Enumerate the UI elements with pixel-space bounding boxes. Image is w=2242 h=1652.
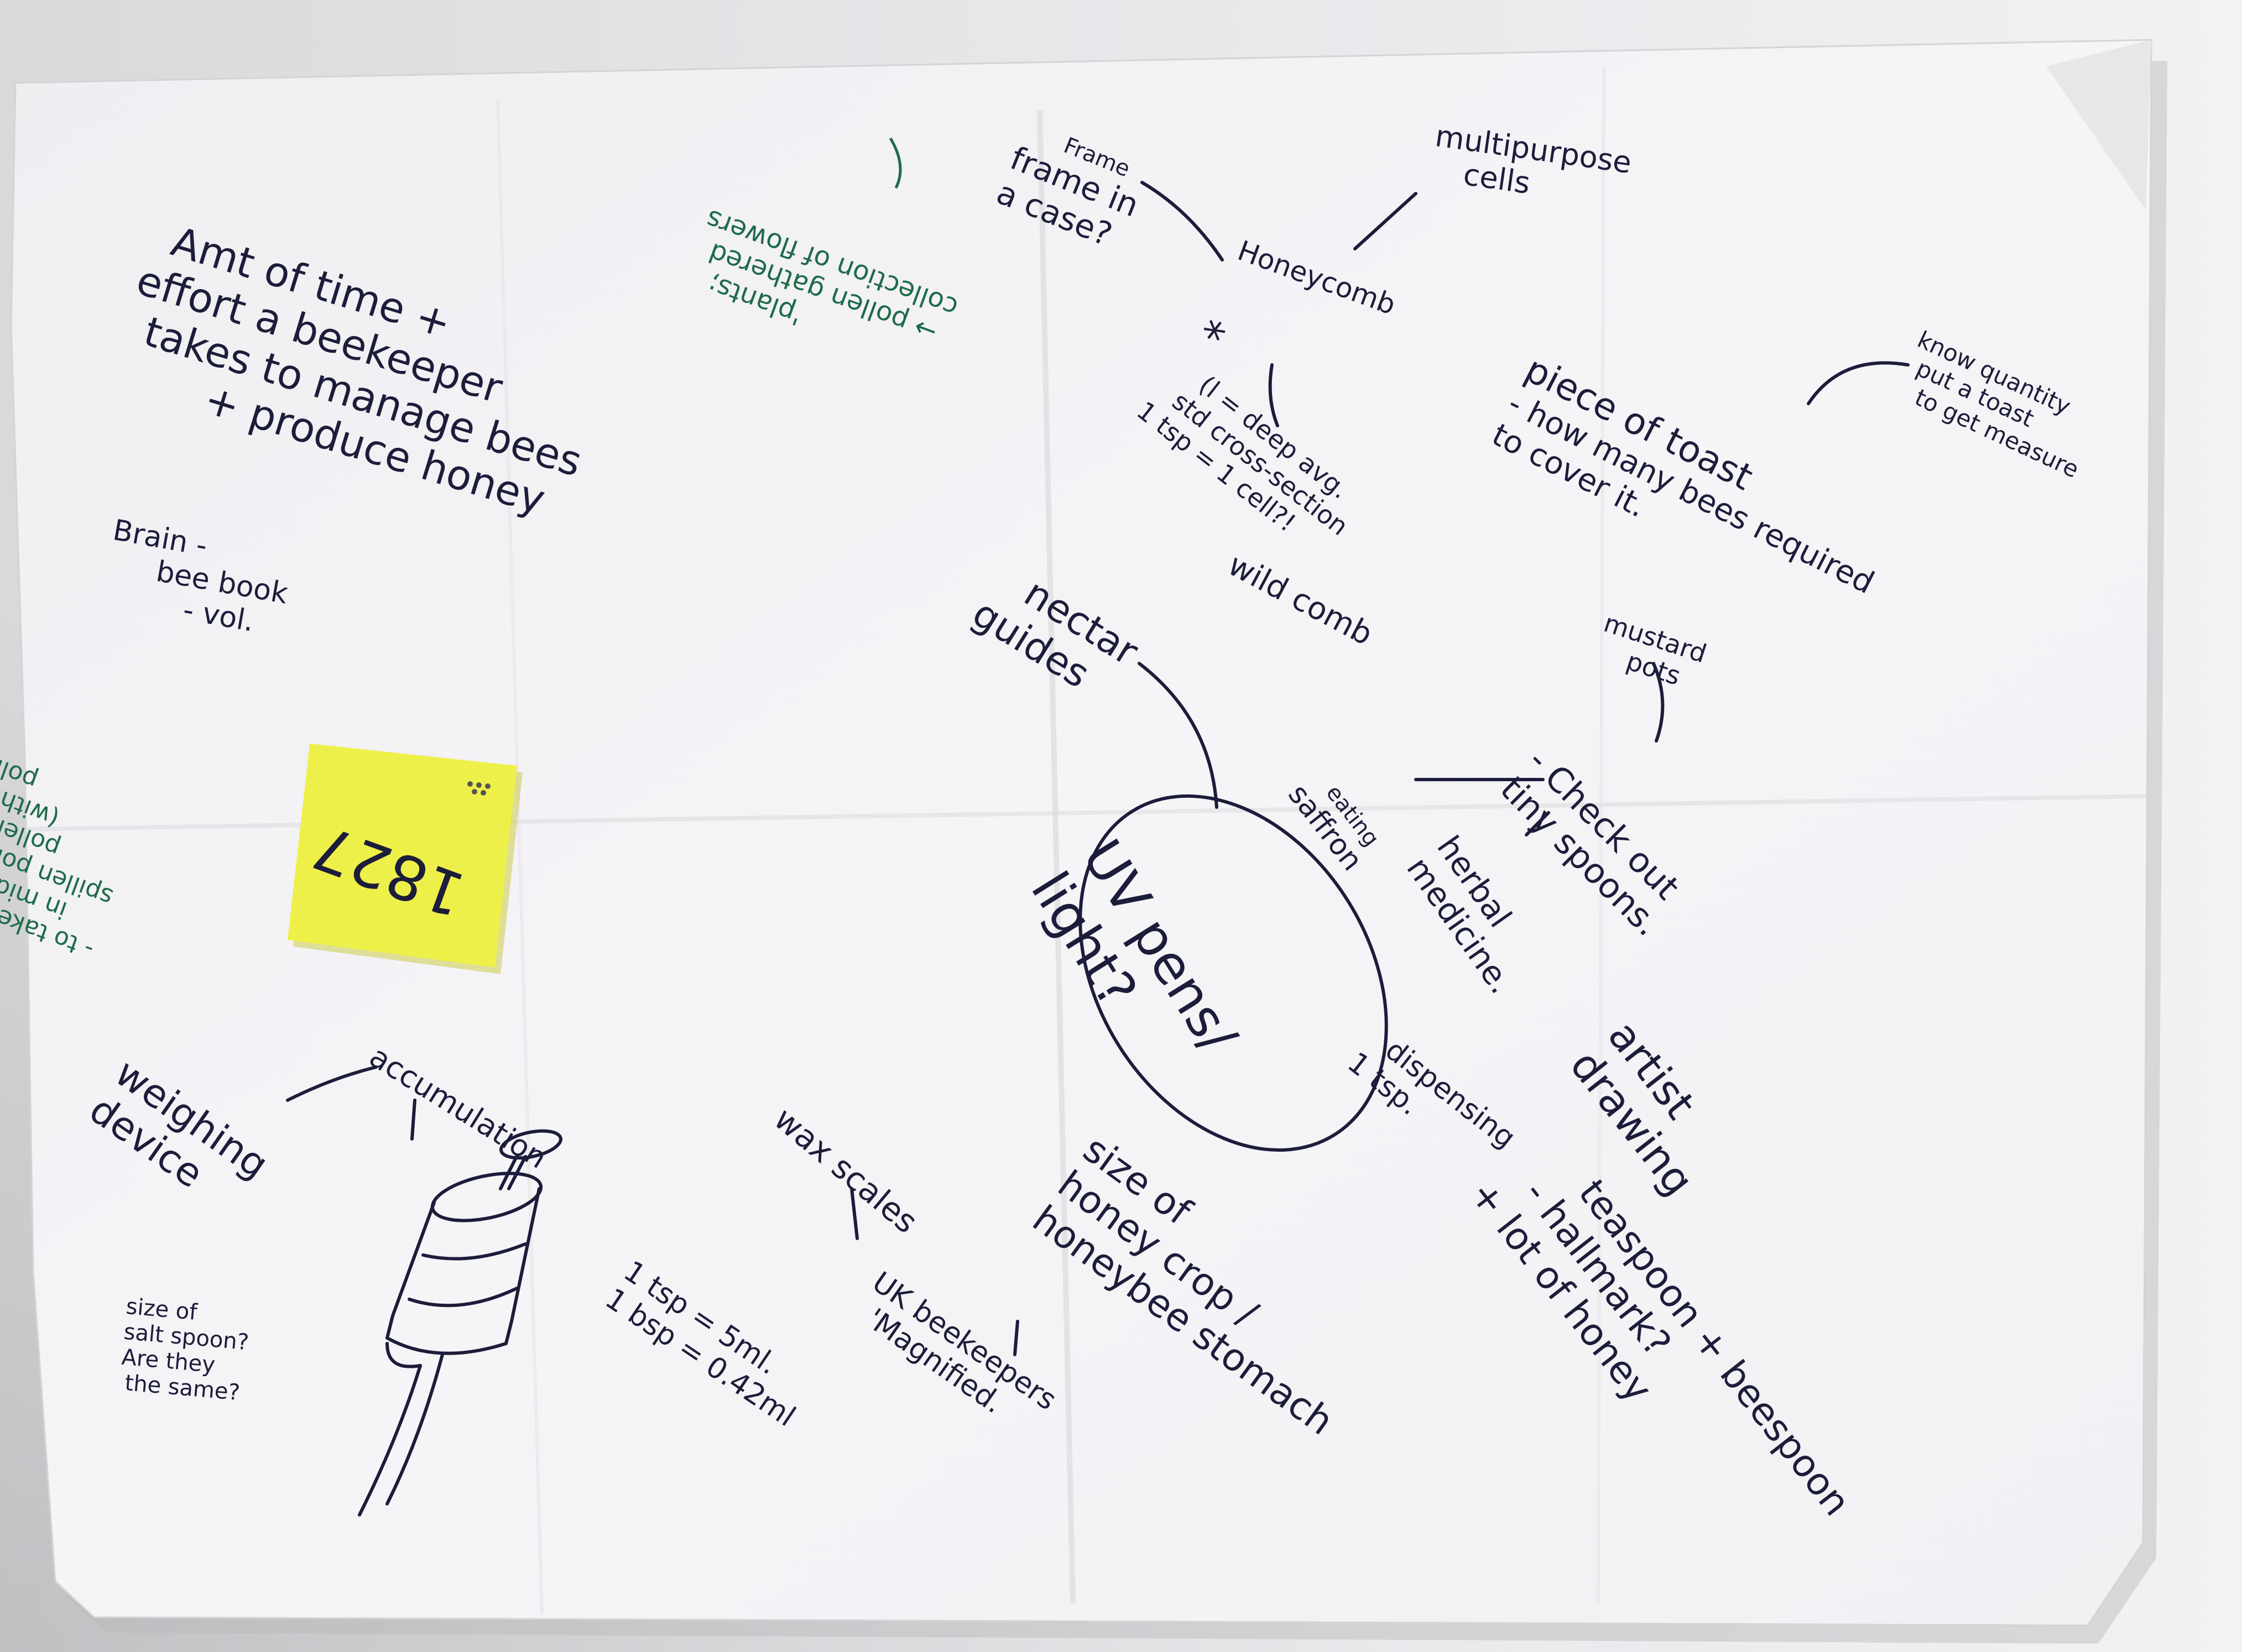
line-herbal xyxy=(1525,811,1550,837)
line-multipurpose xyxy=(1353,192,1417,250)
syringe-sketch-icon xyxy=(358,1129,562,1517)
green-line xyxy=(889,137,902,189)
line-nectar-uv xyxy=(1138,662,1218,809)
paper-body xyxy=(10,39,2152,1627)
line-frame-honeycomb xyxy=(1140,181,1224,262)
line-accumulation xyxy=(410,1099,416,1141)
line-toast xyxy=(1807,361,1910,405)
paper-torn-corner xyxy=(2046,40,2151,210)
fold-crease xyxy=(1037,110,1076,1604)
line-wax xyxy=(850,1187,859,1240)
line-ukbeekeepers xyxy=(1013,1320,1019,1356)
line-mustard xyxy=(1652,662,1665,743)
note-salt-spoon: size of salt spoon? Are they the same? xyxy=(118,1294,252,1406)
line-honeycomb-detail xyxy=(1268,363,1279,427)
sticky-note xyxy=(288,744,523,974)
uv-circle xyxy=(1078,794,1388,1152)
sticky-note-dots-icon xyxy=(467,781,491,796)
connector-lines xyxy=(286,181,1910,1356)
line-weighing xyxy=(286,1065,378,1102)
fold-crease xyxy=(1597,66,1605,1604)
fold-crease xyxy=(496,99,544,1615)
